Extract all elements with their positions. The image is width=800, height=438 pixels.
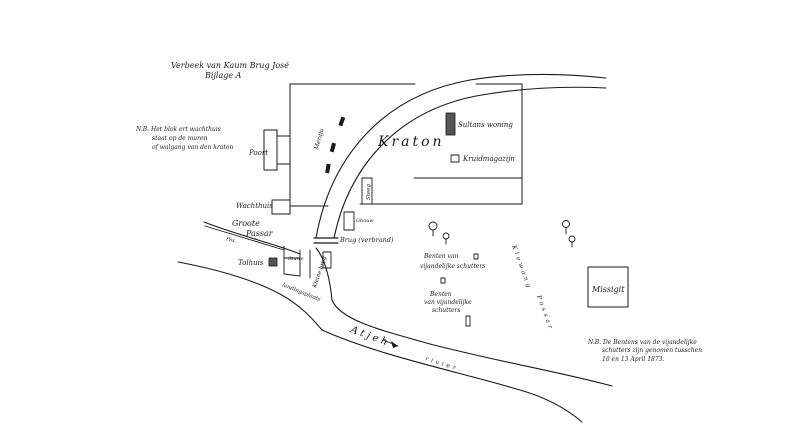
label-wachthuis: Wachthuis (236, 202, 273, 210)
missigit-building (587, 266, 629, 308)
label-passar: Passar (245, 229, 274, 238)
label-benteng-2c: schutters (432, 307, 461, 314)
label-brug-verbrand: Brug (verbrand) (339, 236, 394, 244)
label-atjeh: Atjeh (348, 324, 392, 349)
note-right-line-2: schutters zijn genomen tusschen (602, 347, 702, 354)
label-kraton: Kraton (377, 134, 445, 150)
trees (428, 220, 576, 248)
label-missigit: Missigit (591, 285, 625, 294)
label-passar-right: Passar (535, 293, 555, 332)
brug-verbrand (313, 237, 339, 244)
label-steeg: Steeg (366, 184, 372, 200)
note-right-line-1: N.B. De Bentens van de vijandelijke (587, 339, 697, 346)
flow-arrowhead (391, 341, 398, 348)
label-benteng-2a: Benten (429, 291, 452, 298)
sultans-woning-building (445, 112, 456, 136)
label-kruidmagazijn: Kruidmagazijn (462, 155, 515, 163)
poort-gate (263, 129, 291, 171)
label-gbouw: Gbouw (356, 218, 374, 224)
steeg-building (361, 177, 373, 205)
note-left-line-1: N.B. Het blok ert wachthuis (135, 126, 221, 133)
map-title: Verbeek van Kaum Brug José (171, 61, 289, 70)
main-road (315, 73, 607, 239)
note-right-line-3: 10 en 13 April 1873. (602, 356, 664, 363)
benteng-markers (440, 253, 479, 327)
wachthuis-structure (271, 199, 291, 215)
label-klewang: Klewang (510, 243, 533, 291)
map-subtitle: Bijlage A (204, 71, 242, 80)
label-benteng-1b: vijandelijke schutters (420, 263, 485, 270)
kruidmagazijn-building (450, 154, 460, 163)
gbouw-building (343, 211, 355, 231)
label-sultans-woning: Sultans woning (458, 121, 513, 129)
note-left-line-3: of walgang van den kraton (152, 144, 233, 151)
label-kleine-brug: Kleine brug (312, 255, 328, 289)
note-left-line-2: staat op de muren (152, 135, 208, 142)
road-buildings (325, 116, 346, 174)
label-rivier: rivier (424, 355, 459, 372)
label-tolhuis: Tolhuis (238, 259, 264, 267)
passar-road-line (204, 225, 285, 251)
tolhuis-compound (283, 245, 311, 279)
tolhuis-building (268, 257, 278, 267)
label-groote: Groote (232, 219, 260, 228)
label-benteng-2b: van vijandelijke (424, 299, 472, 306)
kraton-walls (271, 83, 523, 215)
atjeh-river (177, 221, 613, 423)
label-benteng-1a: Benten van (423, 253, 459, 260)
label-stutte: Stutte (288, 256, 304, 262)
label-pasar-dash: Pas. (225, 236, 238, 245)
label-poort: Poort (248, 149, 268, 157)
label-meraju: Meraju (313, 127, 326, 151)
